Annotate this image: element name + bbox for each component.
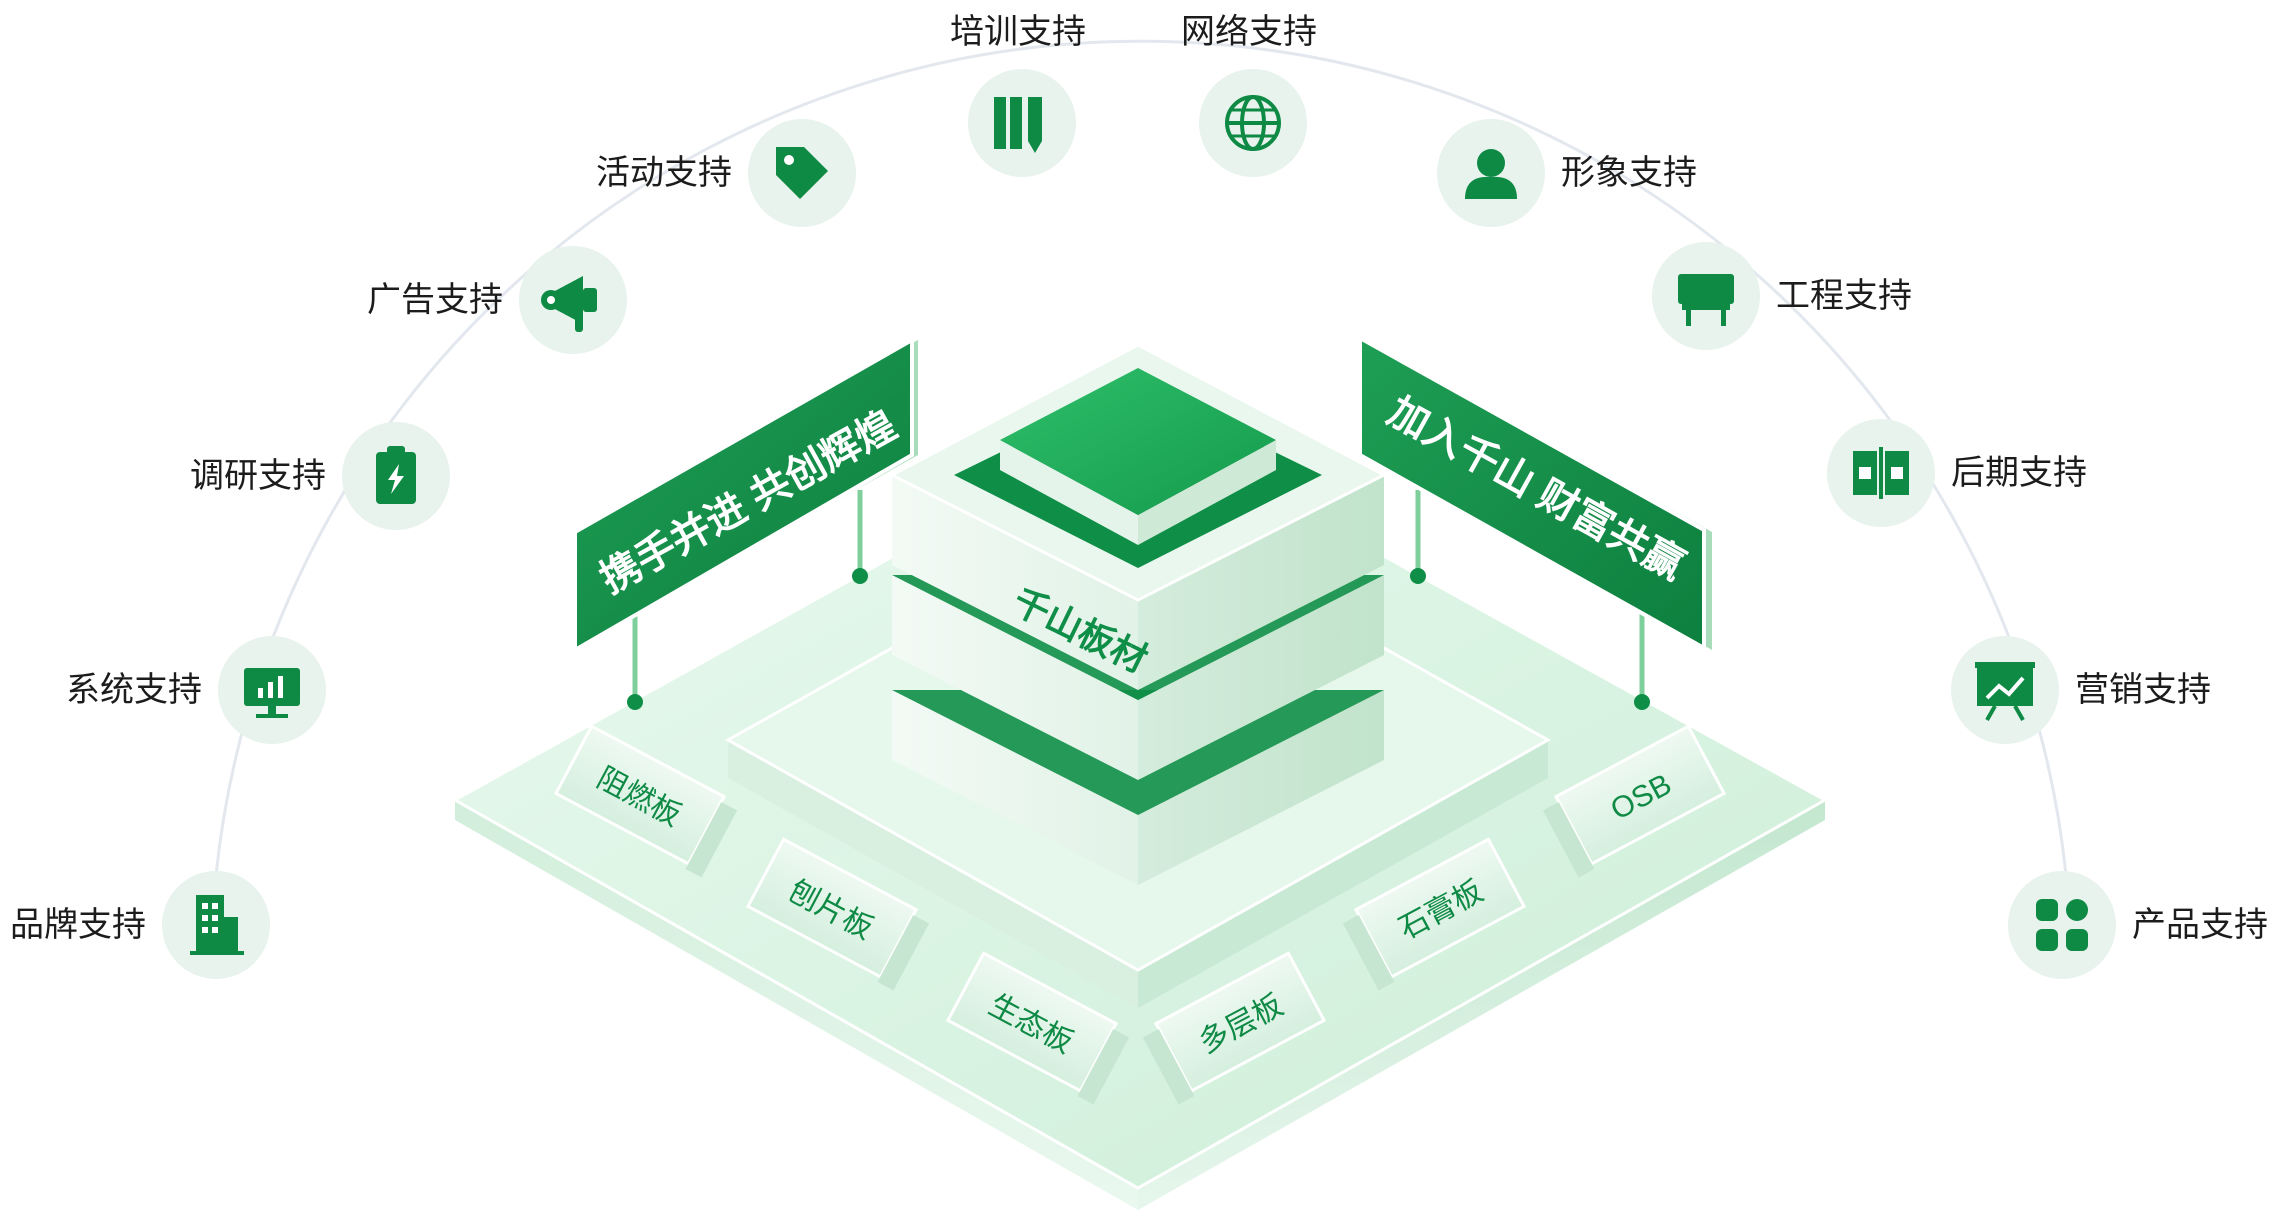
presentation-chart-icon — [1975, 662, 2035, 721]
product-block: 阻燃板 — [553, 724, 738, 878]
banner-left — [573, 336, 918, 710]
clipboard-bolt-icon — [376, 446, 416, 504]
product-block: 石膏板 — [1342, 837, 1527, 991]
support-label-training: 培训支持 — [950, 12, 1086, 52]
support-label-marketing: 营销支持 — [2075, 670, 2211, 710]
banner-right — [1358, 334, 1712, 710]
support-label-image: 形象支持 — [1561, 153, 1697, 193]
megaphone-icon — [541, 276, 597, 332]
support-icons — [162, 69, 2116, 979]
support-label-product: 产品支持 — [2132, 905, 2268, 945]
product-block: 生态板 — [945, 951, 1130, 1105]
support-label-ads: 广告支持 — [367, 280, 503, 320]
product-block: OSB — [1542, 724, 1727, 878]
support-label-network: 网络支持 — [1181, 12, 1317, 52]
support-label-brand: 品牌支持 — [10, 905, 146, 945]
product-blocks: 阻燃板刨片板生态板多层板石膏板OSB — [553, 724, 1727, 1105]
books-icon — [994, 97, 1042, 153]
support-node-product — [2008, 871, 2116, 979]
support-label-aftercare: 后期支持 — [1951, 453, 2087, 493]
easel-icon — [1678, 274, 1734, 326]
product-block: 刨片板 — [745, 837, 930, 991]
support-label-events: 活动支持 — [596, 153, 732, 193]
support-label-system: 系统支持 — [66, 670, 202, 710]
monitor-chart-icon — [244, 668, 300, 718]
tag-icon — [776, 147, 828, 199]
support-label-engineering: 工程支持 — [1776, 276, 1912, 316]
panel-split-icon — [1853, 447, 1909, 499]
central-tower — [888, 343, 1388, 885]
grid-apps-icon — [2036, 899, 2088, 951]
building-icon — [190, 895, 244, 955]
user-icon — [1465, 149, 1517, 199]
support-label-research: 调研支持 — [190, 456, 326, 496]
product-block: 多层板 — [1142, 951, 1327, 1105]
globe-icon — [1225, 95, 1281, 151]
